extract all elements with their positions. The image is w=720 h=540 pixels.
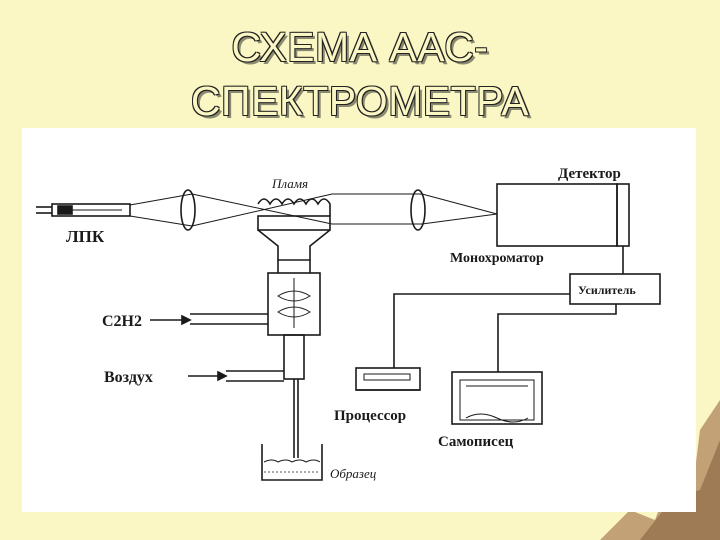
air-label: Воздух — [104, 369, 153, 386]
acetylene-label: C2H2 — [102, 313, 142, 330]
recorder-label: Самописец — [438, 434, 514, 450]
lamp-label: ЛПК — [66, 227, 105, 246]
acetylene-inlet-arrow — [150, 313, 268, 326]
slide-title: СХЕМА ААС- СПЕКТРОМЕТРА — [0, 20, 720, 128]
sample-label: Образец — [330, 466, 377, 481]
lens-2-icon — [410, 189, 426, 231]
processor-label: Процессор — [334, 408, 406, 424]
aas-spectrometer-diagram: ЛПК Пламя — [36, 166, 661, 481]
recorder-icon — [451, 371, 543, 425]
signal-wires — [393, 293, 617, 372]
optical-path — [129, 193, 498, 227]
diagram-panel: ЛПК Пламя — [22, 128, 696, 512]
monochromator-detector-box — [496, 183, 630, 247]
processor-icon — [355, 367, 421, 391]
lamp-icon — [36, 203, 131, 217]
air-inlet-arrow — [188, 370, 284, 382]
title-line-2: СПЕКТРОМЕТРА — [190, 78, 530, 124]
lens-1-icon — [180, 189, 196, 231]
amplifier-label: Усилитель — [578, 283, 636, 297]
amplifier-box — [569, 273, 661, 305]
detector-label: Детектор — [558, 166, 621, 182]
title-line-1: СХЕМА ААС- — [231, 24, 489, 70]
sample-beaker-icon — [261, 444, 323, 481]
flame-label: Пламя — [271, 176, 308, 191]
burner-icon — [257, 198, 331, 458]
monochromator-label: Монохроматор — [450, 251, 544, 266]
